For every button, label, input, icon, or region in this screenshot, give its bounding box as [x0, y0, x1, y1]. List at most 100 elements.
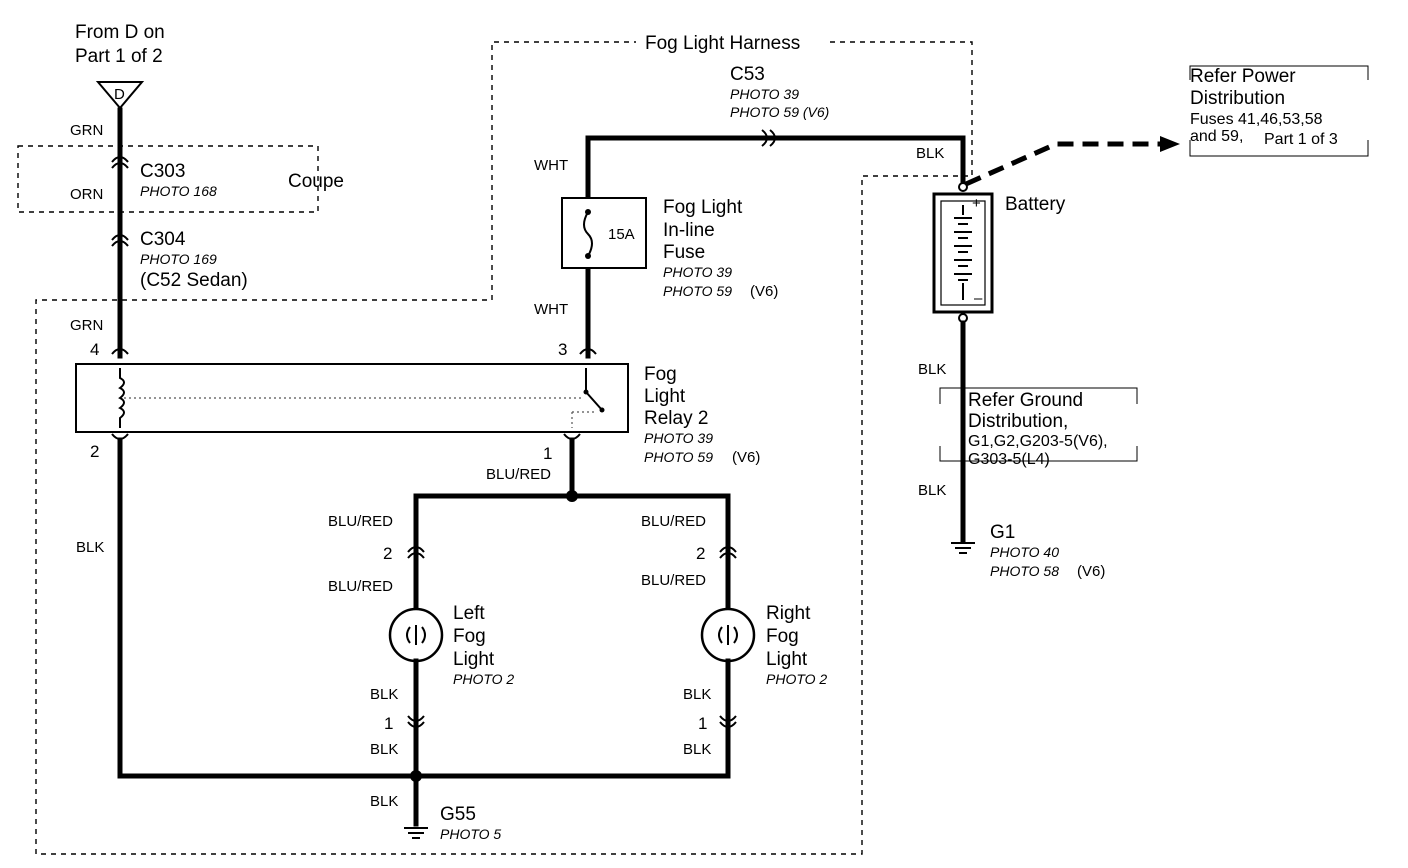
fuse-photo2: PHOTO 59: [663, 283, 732, 299]
wire-label-blk-top: BLK: [916, 145, 944, 162]
connector-pin3-mark: [579, 348, 597, 355]
right-light-connector-top: [719, 546, 737, 559]
wire-label-wht-mid: WHT: [534, 301, 568, 318]
battery-positive-terminal: [958, 182, 968, 192]
connector-c53-photo2: PHOTO 59 (V6): [730, 104, 829, 120]
ground-g1-icon: [951, 542, 975, 554]
relay-photo1: PHOTO 39: [644, 430, 713, 446]
right-light-photo: PHOTO 2: [766, 671, 827, 687]
connector-c53-name: C53: [730, 64, 765, 85]
source-line2: Part 1 of 2: [75, 46, 163, 67]
right-light-line2: Fog: [766, 626, 799, 647]
battery-plus: +: [972, 195, 981, 212]
ground-g55-name: G55: [440, 804, 476, 825]
relay-coil-icon: [118, 368, 125, 428]
fuse-photo1: PHOTO 39: [663, 264, 732, 280]
relay-switch-dash: [571, 411, 596, 428]
harness-title: Fog Light Harness: [645, 33, 800, 54]
connector-c304-photo: PHOTO 169: [140, 251, 217, 267]
left-light-connector-top: [407, 546, 425, 559]
wire-label-blu-red-pin1: BLU/RED: [486, 466, 551, 483]
battery-cells-icon: [954, 205, 972, 300]
relay-pin4: 4: [90, 340, 99, 359]
power-ref-arrow-icon: [1160, 136, 1180, 152]
power-ref-line4b: Part 1 of 3: [1264, 131, 1338, 148]
fog-light-relay-box: [75, 363, 629, 433]
relay-line3: Relay 2: [644, 408, 708, 429]
wire-label-blk-r2: BLK: [683, 741, 711, 758]
wire-label-wht-top: WHT: [534, 157, 568, 174]
source-line1: From D on: [75, 22, 165, 43]
fuse-line1: Fog Light: [663, 197, 743, 218]
relay-switch-contact: [583, 389, 589, 395]
ground-ref-line1: Refer Ground: [968, 390, 1083, 411]
left-light-pin-bottom: 1: [384, 714, 393, 733]
ground-g55-photo: PHOTO 5: [440, 826, 501, 842]
ground-g1-photo2: PHOTO 58: [990, 563, 1059, 579]
coupe-boundary: [17, 145, 319, 213]
right-light-pin-top: 2: [696, 544, 705, 563]
relay-pin2: 2: [90, 442, 99, 461]
power-ref-line3: Fuses 41,46,53,58: [1190, 111, 1323, 128]
left-light-pin-top: 2: [383, 544, 392, 563]
ground-g55-icon: [404, 827, 428, 839]
wire-label-grn-relay: GRN: [70, 317, 103, 334]
fuse-terminal-top: [585, 209, 591, 215]
fuse-photo2-suffix: (V6): [750, 283, 778, 300]
connector-c304-mark: [111, 234, 129, 247]
connector-c304-name: C304: [140, 229, 186, 250]
power-ref-line2: Distribution: [1190, 88, 1285, 109]
wire-label-blk-left: BLK: [76, 539, 104, 556]
relay-pin1: 1: [543, 444, 552, 463]
fuse-line3: Fuse: [663, 242, 705, 263]
ground-ref-bracket: [939, 387, 1138, 462]
wire-label-blu-red-r1: BLU/RED: [641, 513, 706, 530]
connector-c303-name: C303: [140, 161, 185, 182]
wire-label-grn-top: GRN: [70, 122, 103, 139]
power-ref-line1: Refer Power: [1190, 66, 1296, 87]
relay-line1: Fog: [644, 364, 677, 385]
fuse-element-icon: [583, 211, 593, 257]
wire-label-orn: ORN: [70, 186, 103, 203]
relay-photo2: PHOTO 59: [644, 449, 713, 465]
wire-label-blk-bat1: BLK: [918, 361, 946, 378]
left-light-line3: Light: [453, 649, 495, 670]
left-light-photo: PHOTO 2: [453, 671, 514, 687]
left-bulb-filament: [406, 625, 426, 645]
wire-label-blk-r1: BLK: [683, 686, 711, 703]
right-light-pin-bottom: 1: [698, 714, 707, 733]
wire-label-blk-bat2: BLK: [918, 482, 946, 499]
fuse-rating: 15A: [608, 226, 635, 243]
relay-photo2-suffix: (V6): [732, 449, 760, 466]
right-bulb-filament: [718, 625, 738, 645]
splice-blu-red: [566, 490, 578, 502]
ground-ref-line4: G303-5(L4): [968, 451, 1050, 468]
relay-switch-icon: [585, 368, 603, 411]
fuse-line2: In-line: [663, 220, 715, 241]
wire-label-blu-red-l1: BLU/RED: [328, 513, 393, 530]
battery-minus: –: [974, 290, 983, 307]
fog-light-fuse-box: [561, 197, 647, 269]
source-d-triangle: [95, 81, 145, 110]
source-d-tag: D: [114, 86, 125, 103]
left-light-line1: Left: [453, 603, 485, 624]
connector-c303-photo: PHOTO 168: [140, 183, 217, 199]
wire-label-blk-l2: BLK: [370, 741, 398, 758]
left-light-connector-bottom: [407, 715, 425, 728]
relay-pin3: 3: [558, 340, 567, 359]
connector-c53-mark: [761, 129, 776, 147]
connector-c303-mark: [111, 156, 129, 169]
wire-label-blk-g55: BLK: [370, 793, 398, 810]
ground-g1-photo2-suffix: (V6): [1077, 563, 1105, 580]
coupe-label: Coupe: [288, 171, 344, 192]
ground-g1-name: G1: [990, 522, 1015, 543]
connector-c304-note: (C52 Sedan): [140, 270, 248, 291]
wire-label-blu-red-r2: BLU/RED: [641, 572, 706, 589]
wire-label-blk-l1: BLK: [370, 686, 398, 703]
left-light-line2: Fog: [453, 626, 486, 647]
right-light-line1: Right: [766, 603, 811, 624]
right-light-connector-bottom: [719, 715, 737, 728]
battery-inner: [940, 200, 986, 306]
connector-pin4-mark: [111, 348, 129, 355]
